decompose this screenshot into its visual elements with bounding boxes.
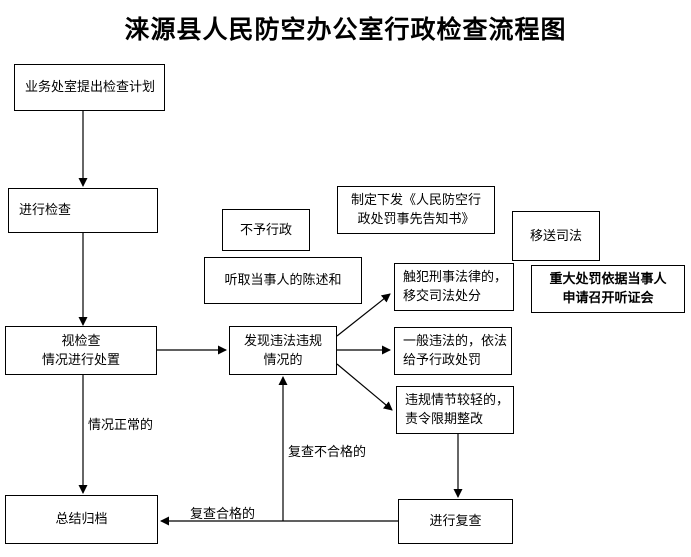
arrow-violation-to-criminal [336,293,391,337]
arrow-violation-to-minor [336,363,393,411]
label-normal: 情况正常的 [88,418,154,433]
node-minor: 违规情节较轻的， 责令限期整改 [396,386,514,434]
node-general: 一般违法的，依法 给予行政处罚 [394,327,512,375]
node-inspect: 进行检查 [8,188,158,233]
node-plan: 业务处室提出检查计划 [14,64,165,111]
node-no-admin: 不予行政 [222,209,310,251]
label-recheck-fail: 复查不合格的 [288,445,367,460]
node-summary: 总结归档 [5,495,158,544]
node-recheck: 进行复查 [398,499,513,544]
label-recheck-pass: 复查合格的 [190,507,256,522]
node-transfer: 移送司法 [512,211,600,261]
node-hearing: 重大处罚依据当事人 申请召开听证会 [531,265,685,313]
node-notice: 制定下发《人民防空行 政处罚事先告知书》 [337,186,495,234]
node-handle: 视检查 情况进行处置 [5,326,157,375]
page-title: 涞源县人民防空办公室行政检查流程图 [124,15,567,44]
node-violation: 发现违法违规 情况的 [229,326,337,375]
node-hear: 听取当事人的陈述和 [204,257,362,304]
node-criminal: 触犯刑事法律的， 移交司法处分 [394,263,514,311]
